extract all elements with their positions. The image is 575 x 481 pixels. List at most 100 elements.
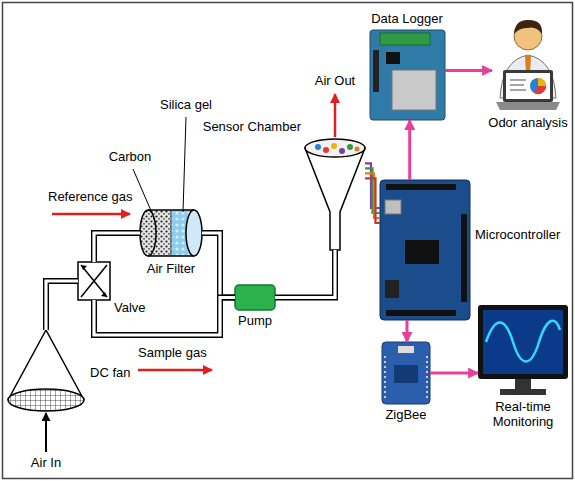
terminal-block: [380, 33, 430, 45]
air-filter: Air Filter: [140, 210, 202, 256]
air-in-arrow: [45, 413, 47, 452]
valve-body: [78, 262, 110, 300]
air-tube: [46, 281, 78, 330]
node-label: Odor analysis: [488, 116, 567, 131]
wire-strand: [365, 178, 380, 223]
chamber-drawing: [305, 94, 365, 250]
data-arrow: [407, 320, 408, 342]
tube-wall: [94, 233, 140, 262]
zigbee-board: [382, 342, 430, 404]
logger-drawing: [370, 30, 445, 120]
chip: [386, 52, 400, 64]
filter-divider: [171, 210, 172, 256]
mcu-board: [380, 180, 470, 320]
arrow-line: [430, 372, 478, 375]
person-body: [500, 55, 556, 98]
air-tube: [275, 250, 335, 298]
laptop-lid: [503, 70, 553, 102]
monitor-frame: [478, 305, 568, 379]
screen-lines: [510, 80, 526, 90]
tube-wall: [46, 281, 78, 330]
gas-sensor: [331, 143, 337, 149]
wire-strand: [365, 173, 380, 218]
module-pins: [384, 356, 386, 400]
zigbee-module: ZigBee: [382, 342, 430, 404]
data-logger-board: Data Logger: [370, 30, 445, 120]
leader-line: [183, 117, 186, 212]
arrow-line: [445, 69, 492, 72]
antenna: [398, 346, 414, 353]
tube-bore: [94, 233, 140, 262]
pin-header: [386, 184, 456, 190]
tube-bore: [94, 298, 235, 336]
node-label: Real-time Monitoring: [481, 400, 565, 430]
valve-drawing: [78, 262, 110, 300]
hair: [514, 20, 542, 34]
module-pins: [426, 356, 428, 400]
node-label: Data Logger: [371, 12, 443, 27]
sine-wave: [486, 321, 560, 362]
laptop-screen: [506, 73, 550, 99]
gas-sensor: [339, 148, 345, 154]
flow-arrow: [52, 213, 130, 216]
pie-chart: [530, 78, 546, 94]
part-label: Sample gas: [138, 346, 207, 361]
filter-end: [140, 210, 156, 256]
monitor-stand: [515, 379, 531, 389]
node-label: ZigBee: [385, 408, 426, 423]
laptop-base: [496, 102, 560, 110]
frame: [3, 3, 573, 479]
usb-port: [385, 200, 401, 214]
monitor-drawing: [478, 305, 568, 395]
arrow-line: [406, 320, 409, 342]
fan-drawing: [8, 330, 84, 452]
air-tube: [94, 233, 140, 262]
pie-slice: [538, 78, 546, 86]
pin-header: [373, 50, 379, 92]
chip: [405, 240, 439, 264]
filter-end: [186, 210, 202, 256]
arrow-line: [408, 120, 411, 180]
data-arrow: [430, 373, 478, 374]
pin-header: [386, 310, 456, 316]
monitor-screen: [483, 310, 563, 374]
tube-bore: [202, 233, 235, 298]
tube-bore: [46, 281, 78, 330]
part-label: Air Out: [315, 74, 355, 89]
pump: Pump: [235, 285, 275, 310]
wire-strand: [365, 168, 380, 213]
air-tube: [94, 298, 235, 336]
tube-wall: [202, 233, 235, 298]
node-label: Sensor Chamber: [203, 120, 301, 135]
air-tube: [202, 233, 235, 298]
node-label: Microcontroller: [475, 228, 560, 243]
node-label: DC fan: [90, 366, 130, 381]
part-label: Reference gas: [48, 190, 133, 205]
leader-line: [133, 169, 152, 213]
air-out-arrow: [334, 94, 337, 137]
node-label: Valve: [114, 301, 146, 316]
power-jack: [385, 280, 399, 298]
funnel: [305, 148, 365, 250]
valve: Valve: [78, 262, 110, 300]
sensor-wire: [365, 163, 380, 223]
valve-heads: [81, 265, 107, 297]
flow-arrow: [138, 369, 212, 372]
monitor-display: Real-time Monitoring: [478, 305, 568, 395]
pin-header: [461, 214, 467, 302]
microcontroller-board: Microcontroller: [380, 180, 470, 320]
data-arrow: [445, 70, 492, 71]
data-arrow: [409, 120, 410, 180]
sensor-chamber: Sensor Chamber: [305, 139, 365, 250]
funnel-top: [305, 139, 365, 157]
tube-wall: [275, 250, 335, 298]
part-label: Air In: [31, 456, 61, 471]
part-label: Silica gel: [160, 98, 212, 113]
pump-body: [235, 285, 275, 310]
logger-board: [370, 30, 445, 120]
node-label: Pump: [238, 314, 272, 329]
tube-wall: [94, 298, 235, 336]
gas-sensor: [355, 147, 360, 152]
part-label: Carbon: [109, 150, 152, 165]
